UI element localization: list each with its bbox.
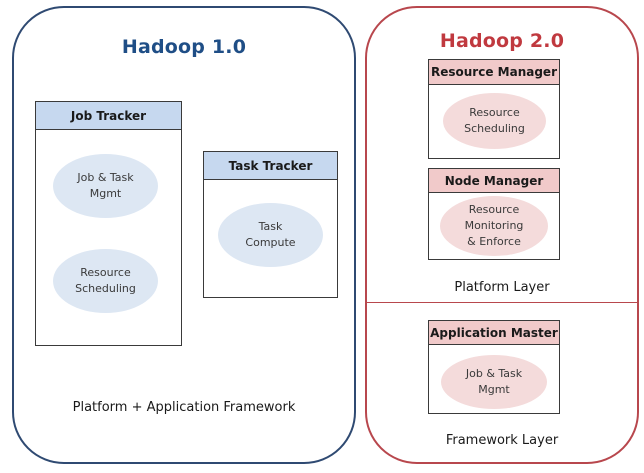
- hadoop1-title: Hadoop 1.0: [121, 36, 247, 58]
- node-manager-header: Node Manager: [429, 169, 559, 193]
- node-manager-box: Node Manager: [428, 168, 560, 260]
- node-manager-resource-monitoring: Resource Monitoring & Enforce: [440, 196, 548, 256]
- layer-divider: [366, 302, 638, 303]
- job-tracker-job-task-mgmt: Job & Task Mgmt: [53, 154, 158, 218]
- resource-manager-resource-scheduling: Resource Scheduling: [443, 93, 546, 149]
- job-tracker-resource-scheduling: Resource Scheduling: [53, 249, 158, 313]
- hadoop2-title: Hadoop 2.0: [439, 30, 565, 52]
- job-tracker-header: Job Tracker: [36, 102, 181, 130]
- framework-layer-caption: Framework Layer: [445, 433, 559, 448]
- hadoop1-caption: Platform + Application Framework: [72, 400, 296, 415]
- application-master-header: Application Master: [429, 321, 559, 345]
- task-tracker-task-compute: Task Compute: [218, 203, 323, 267]
- task-tracker-header: Task Tracker: [204, 152, 337, 180]
- platform-layer-caption: Platform Layer: [454, 280, 550, 295]
- resource-manager-header: Resource Manager: [429, 60, 559, 85]
- application-master-job-task-mgmt: Job & Task Mgmt: [441, 355, 547, 409]
